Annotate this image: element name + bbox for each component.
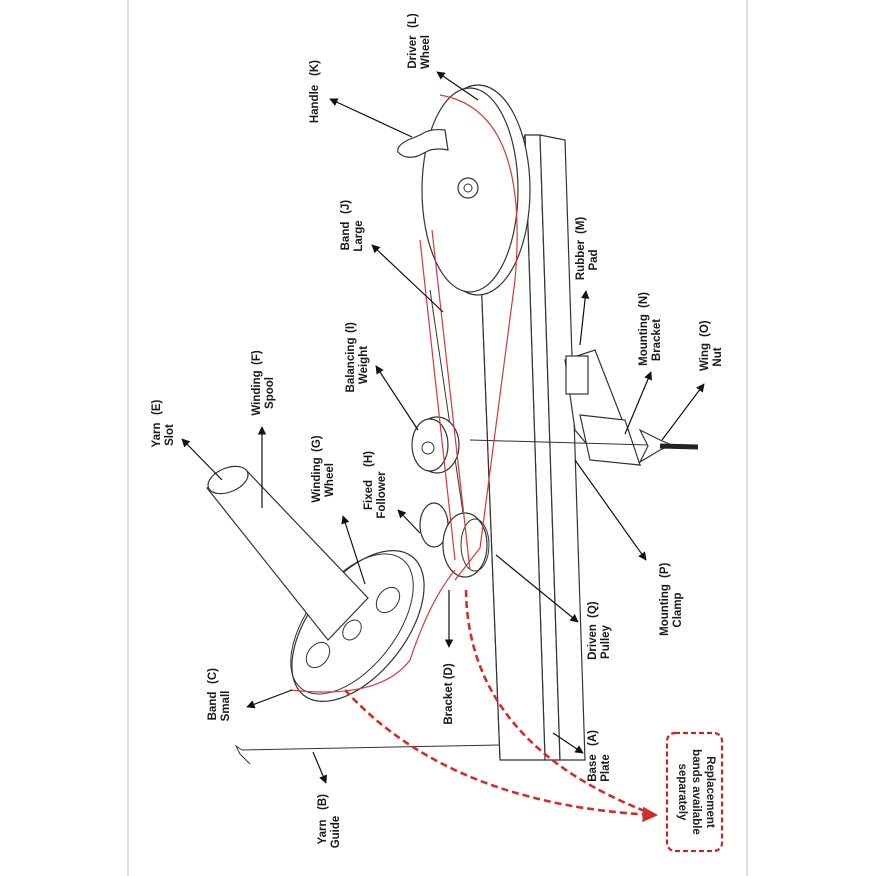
label-mounting-bracket: Mounting Bracket (N)	[638, 292, 663, 366]
replacement-note-box	[665, 731, 724, 853]
label-balancing-weight: Balancing Weight (I)	[345, 322, 370, 393]
svg-text:Yarn: Yarn	[317, 820, 329, 845]
svg-text:Pad: Pad	[588, 249, 600, 270]
arrow-handle	[329, 98, 413, 138]
svg-text:Winding: Winding	[311, 457, 323, 502]
svg-text:Guide: Guide	[330, 816, 342, 849]
arrow-balancing-weight	[375, 365, 419, 431]
label-winding-spool: Winding Spool (F)	[251, 350, 276, 415]
svg-text:(E): (E)	[151, 400, 163, 416]
arrow-wing-nut	[661, 383, 705, 441]
svg-text:Balancing: Balancing	[345, 338, 357, 393]
svg-text:Band: Band	[340, 222, 352, 251]
label-bracket: Bracket (D)	[443, 663, 455, 725]
svg-text:Mounting: Mounting	[638, 314, 650, 366]
label-rubber-pad: Rubber Pad (M)	[575, 217, 600, 281]
svg-text:Slot: Slot	[164, 424, 176, 446]
svg-text:Driver: Driver	[407, 35, 419, 69]
note-arrow-large-band	[464, 589, 656, 817]
svg-text:Bracket (D): Bracket (D)	[443, 663, 455, 725]
svg-text:Wheel: Wheel	[420, 35, 432, 69]
svg-text:(F): (F)	[251, 350, 263, 365]
label-handle: Handle (K)	[309, 60, 321, 123]
note-arrows	[344, 589, 659, 823]
svg-text:Nut: Nut	[712, 347, 724, 366]
svg-text:Small: Small	[220, 691, 232, 722]
svg-text:Base: Base	[587, 754, 599, 782]
svg-text:(H): (H)	[363, 451, 375, 467]
svg-text:Rubber: Rubber	[575, 239, 587, 280]
label-wing-nut: Wing Nut (O)	[699, 320, 724, 371]
svg-text:Clamp: Clamp	[672, 592, 684, 627]
svg-text:(Q): (Q)	[587, 601, 599, 618]
arrow-driven-pulley	[495, 554, 579, 623]
winder-illustration	[206, 84, 699, 765]
svg-text:(O): (O)	[699, 320, 711, 337]
svg-text:Spool: Spool	[264, 377, 276, 409]
arrow-driver-wheel	[436, 71, 479, 101]
note-line-2: bands available	[690, 749, 702, 835]
svg-text:Pulley: Pulley	[600, 624, 612, 658]
label-driven-pulley: Driven Pulley (Q)	[587, 601, 612, 660]
svg-text:Weight: Weight	[358, 346, 370, 384]
svg-text:Wing: Wing	[699, 343, 711, 371]
svg-text:Follower: Follower	[376, 471, 388, 519]
svg-text:Fixed: Fixed	[363, 480, 375, 510]
arrow-rubber-pad	[579, 290, 590, 346]
note-line-1: Replacement	[704, 756, 716, 828]
leader-arrows	[181, 71, 705, 784]
svg-text:Yarn: Yarn	[151, 423, 163, 448]
svg-text:Large: Large	[353, 220, 365, 251]
arrow-base-plate	[552, 732, 584, 754]
label-band-large: Band Large (J)	[340, 200, 365, 252]
arrow-mounting-bracket	[624, 371, 652, 435]
svg-text:(K): (K)	[309, 60, 321, 76]
label-mounting-clamp: Mounting Clamp (P)	[659, 563, 684, 636]
arrow-yarn-guide	[312, 751, 327, 784]
svg-text:Wheel: Wheel	[324, 463, 336, 497]
svg-text:(P): (P)	[659, 563, 671, 579]
svg-text:Driven: Driven	[587, 624, 599, 660]
arrow-band-small	[246, 689, 293, 709]
label-band-small: Band Small (C)	[207, 668, 232, 721]
svg-text:(I): (I)	[345, 322, 357, 333]
svg-text:Winding: Winding	[251, 370, 263, 415]
note-line-3: separately	[676, 764, 688, 822]
arrow-mounting-clamp	[574, 459, 647, 561]
arrow-fixed-follower	[397, 509, 421, 534]
svg-text:Mounting: Mounting	[659, 584, 671, 636]
svg-text:Bracket: Bracket	[651, 319, 663, 361]
label-driver-wheel: Driver Wheel (L)	[407, 13, 432, 69]
arrow-winding-wheel	[341, 515, 366, 585]
svg-text:(M): (M)	[575, 217, 587, 234]
label-base-plate: Base Plate (A)	[587, 730, 612, 782]
note-arrow-small-band	[344, 689, 659, 823]
label-fixed-follower: Fixed Follower (H)	[363, 451, 388, 519]
svg-text:(J): (J)	[340, 200, 352, 214]
svg-text:(C): (C)	[207, 668, 219, 684]
arrow-band-large	[371, 244, 444, 313]
replacement-note: Replacement bands available separately	[676, 749, 716, 835]
svg-text:Handle: Handle	[309, 85, 321, 123]
svg-text:Band: Band	[207, 692, 219, 721]
svg-text:Plate: Plate	[600, 754, 612, 782]
svg-text:(A): (A)	[587, 730, 599, 746]
svg-text:(B): (B)	[317, 794, 329, 810]
svg-text:(N): (N)	[638, 292, 650, 308]
label-yarn-guide: Yarn Guide (B)	[317, 794, 342, 848]
label-winding-wheel: Winding Wheel (G)	[311, 435, 336, 502]
svg-text:(L): (L)	[407, 13, 419, 28]
arrow-yarn-slot	[181, 438, 223, 481]
label-yarn-slot: Yarn Slot (E)	[151, 400, 176, 448]
svg-text:(G): (G)	[311, 435, 323, 452]
